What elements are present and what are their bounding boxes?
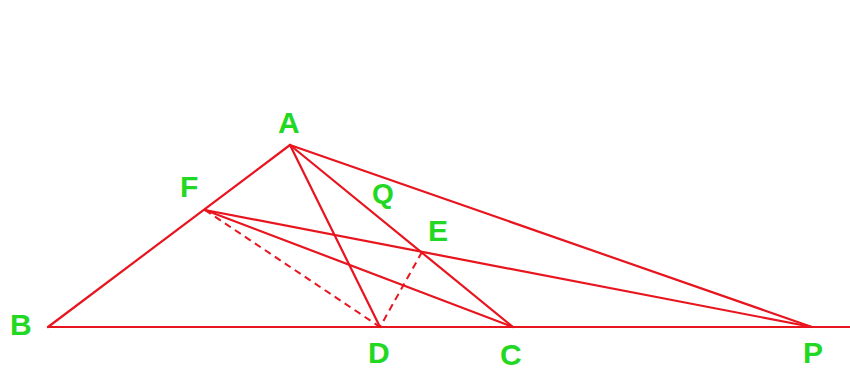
point-label: D bbox=[368, 338, 390, 368]
point-label: E bbox=[428, 216, 448, 246]
point-label: A bbox=[278, 108, 300, 138]
segment-ap bbox=[290, 145, 812, 327]
segment-ac bbox=[290, 145, 513, 327]
base-line bbox=[48, 326, 850, 328]
segment-ab bbox=[48, 145, 290, 327]
dashed-fd bbox=[205, 210, 380, 327]
segment-fc bbox=[205, 210, 513, 327]
point-label: Q bbox=[372, 180, 394, 208]
point-label: P bbox=[803, 338, 823, 368]
point-label: C bbox=[500, 340, 522, 370]
segment-fp bbox=[205, 210, 812, 327]
point-label: B bbox=[10, 310, 32, 340]
point-label: F bbox=[180, 172, 198, 202]
dashed-ed bbox=[380, 252, 422, 327]
